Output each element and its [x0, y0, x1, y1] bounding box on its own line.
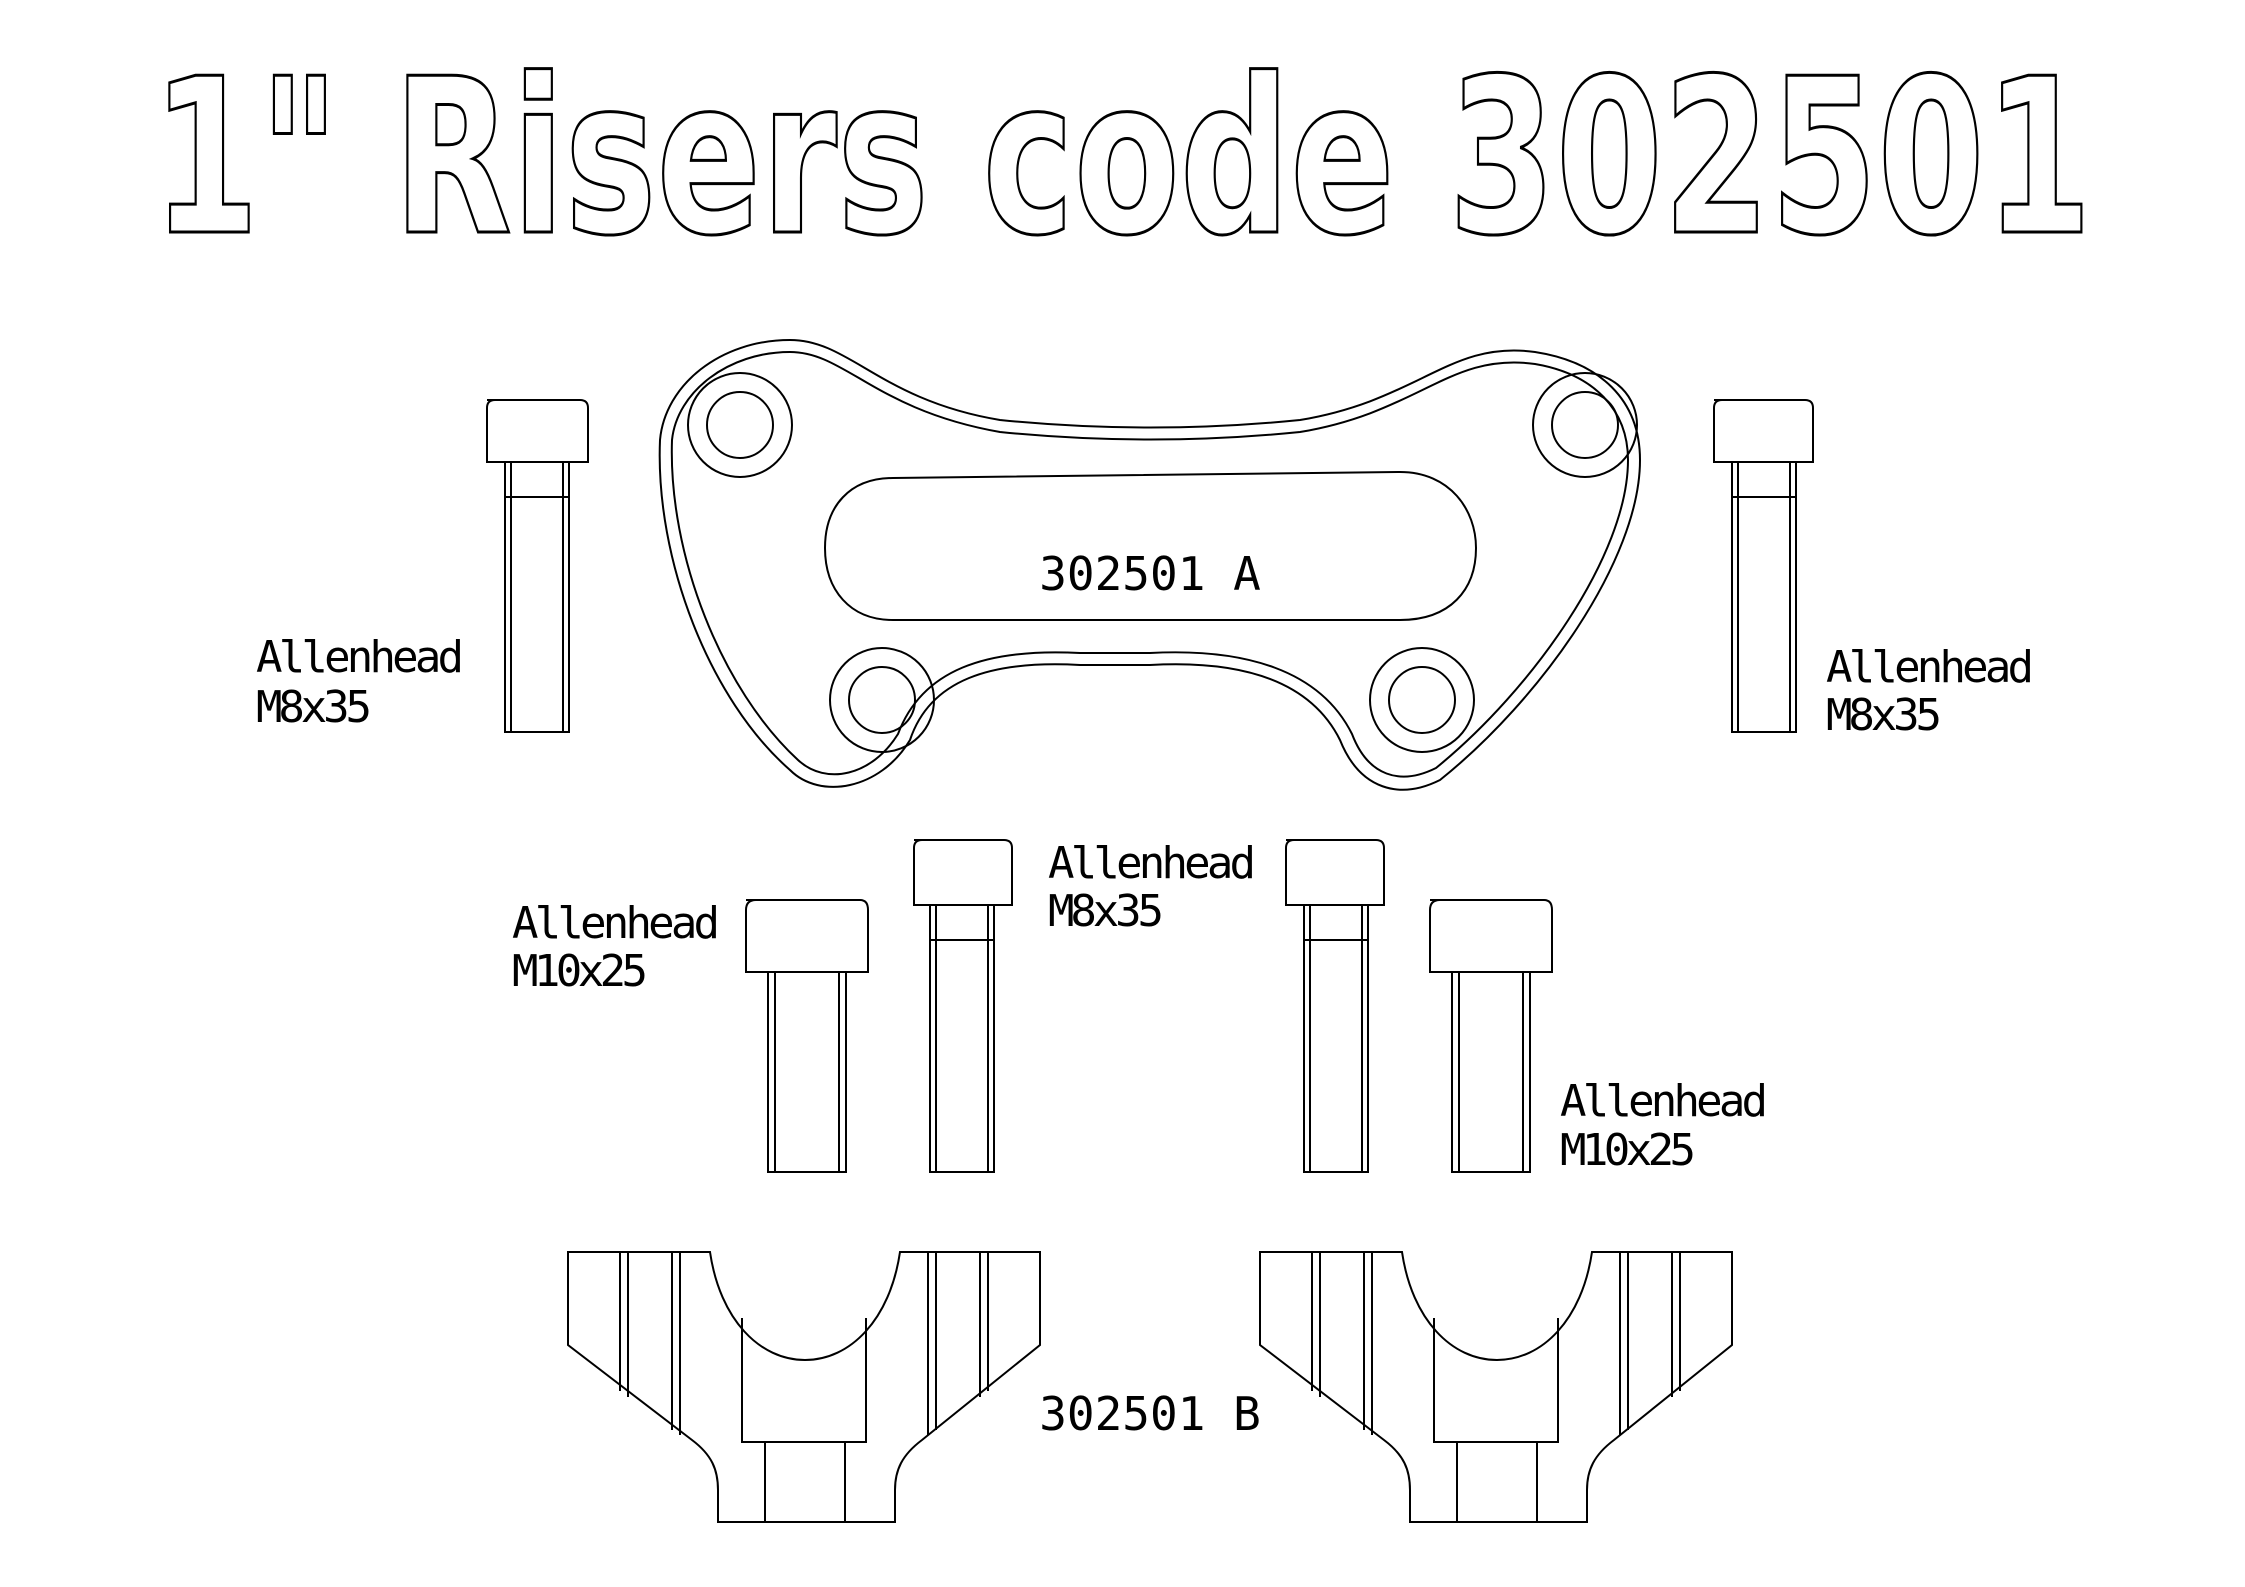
bolt-left-top: Allenhead M8x35 [256, 399, 589, 733]
bolt-mid-right-m10-type: Allenhead [1560, 1076, 1768, 1127]
bolt-right-top-type: Allenhead [1826, 642, 2034, 693]
bolt-left-top-type: Allenhead [256, 632, 464, 683]
bolt-mid-right-m8 [1285, 839, 1385, 1173]
bolt-mid-left-m10-type: Allenhead [512, 898, 720, 949]
risers-code: 302501 B [1039, 1387, 1261, 1441]
bolt-mid-center-m8: Allenhead M8x35 [913, 838, 1256, 1173]
bolt-mid-left-m10-size: M10x25 [512, 946, 648, 997]
riser-left [567, 1251, 1041, 1523]
riser-right [1259, 1251, 1733, 1523]
bolt-mid-right-m10-size: M10x25 [1560, 1125, 1696, 1176]
bolt-left-top-size: M8x35 [256, 682, 372, 733]
bolt-right-top: Allenhead M8x35 [1713, 399, 2034, 741]
drawing-title: 1" Risers code 302501 [152, 32, 2092, 283]
bolt-mid-left-m10: Allenhead M10x25 [512, 898, 869, 1173]
top-clamp-code: 302501 A [1039, 547, 1261, 601]
bolt-mid-right-m10: Allenhead M10x25 [1429, 899, 1768, 1176]
bolt-right-top-size: M8x35 [1826, 690, 1942, 741]
top-clamp: 302501 A [658, 338, 1642, 791]
bolt-mid-center-m8-type: Allenhead [1048, 838, 1256, 889]
bolt-mid-center-m8-size: M8x35 [1048, 886, 1164, 937]
